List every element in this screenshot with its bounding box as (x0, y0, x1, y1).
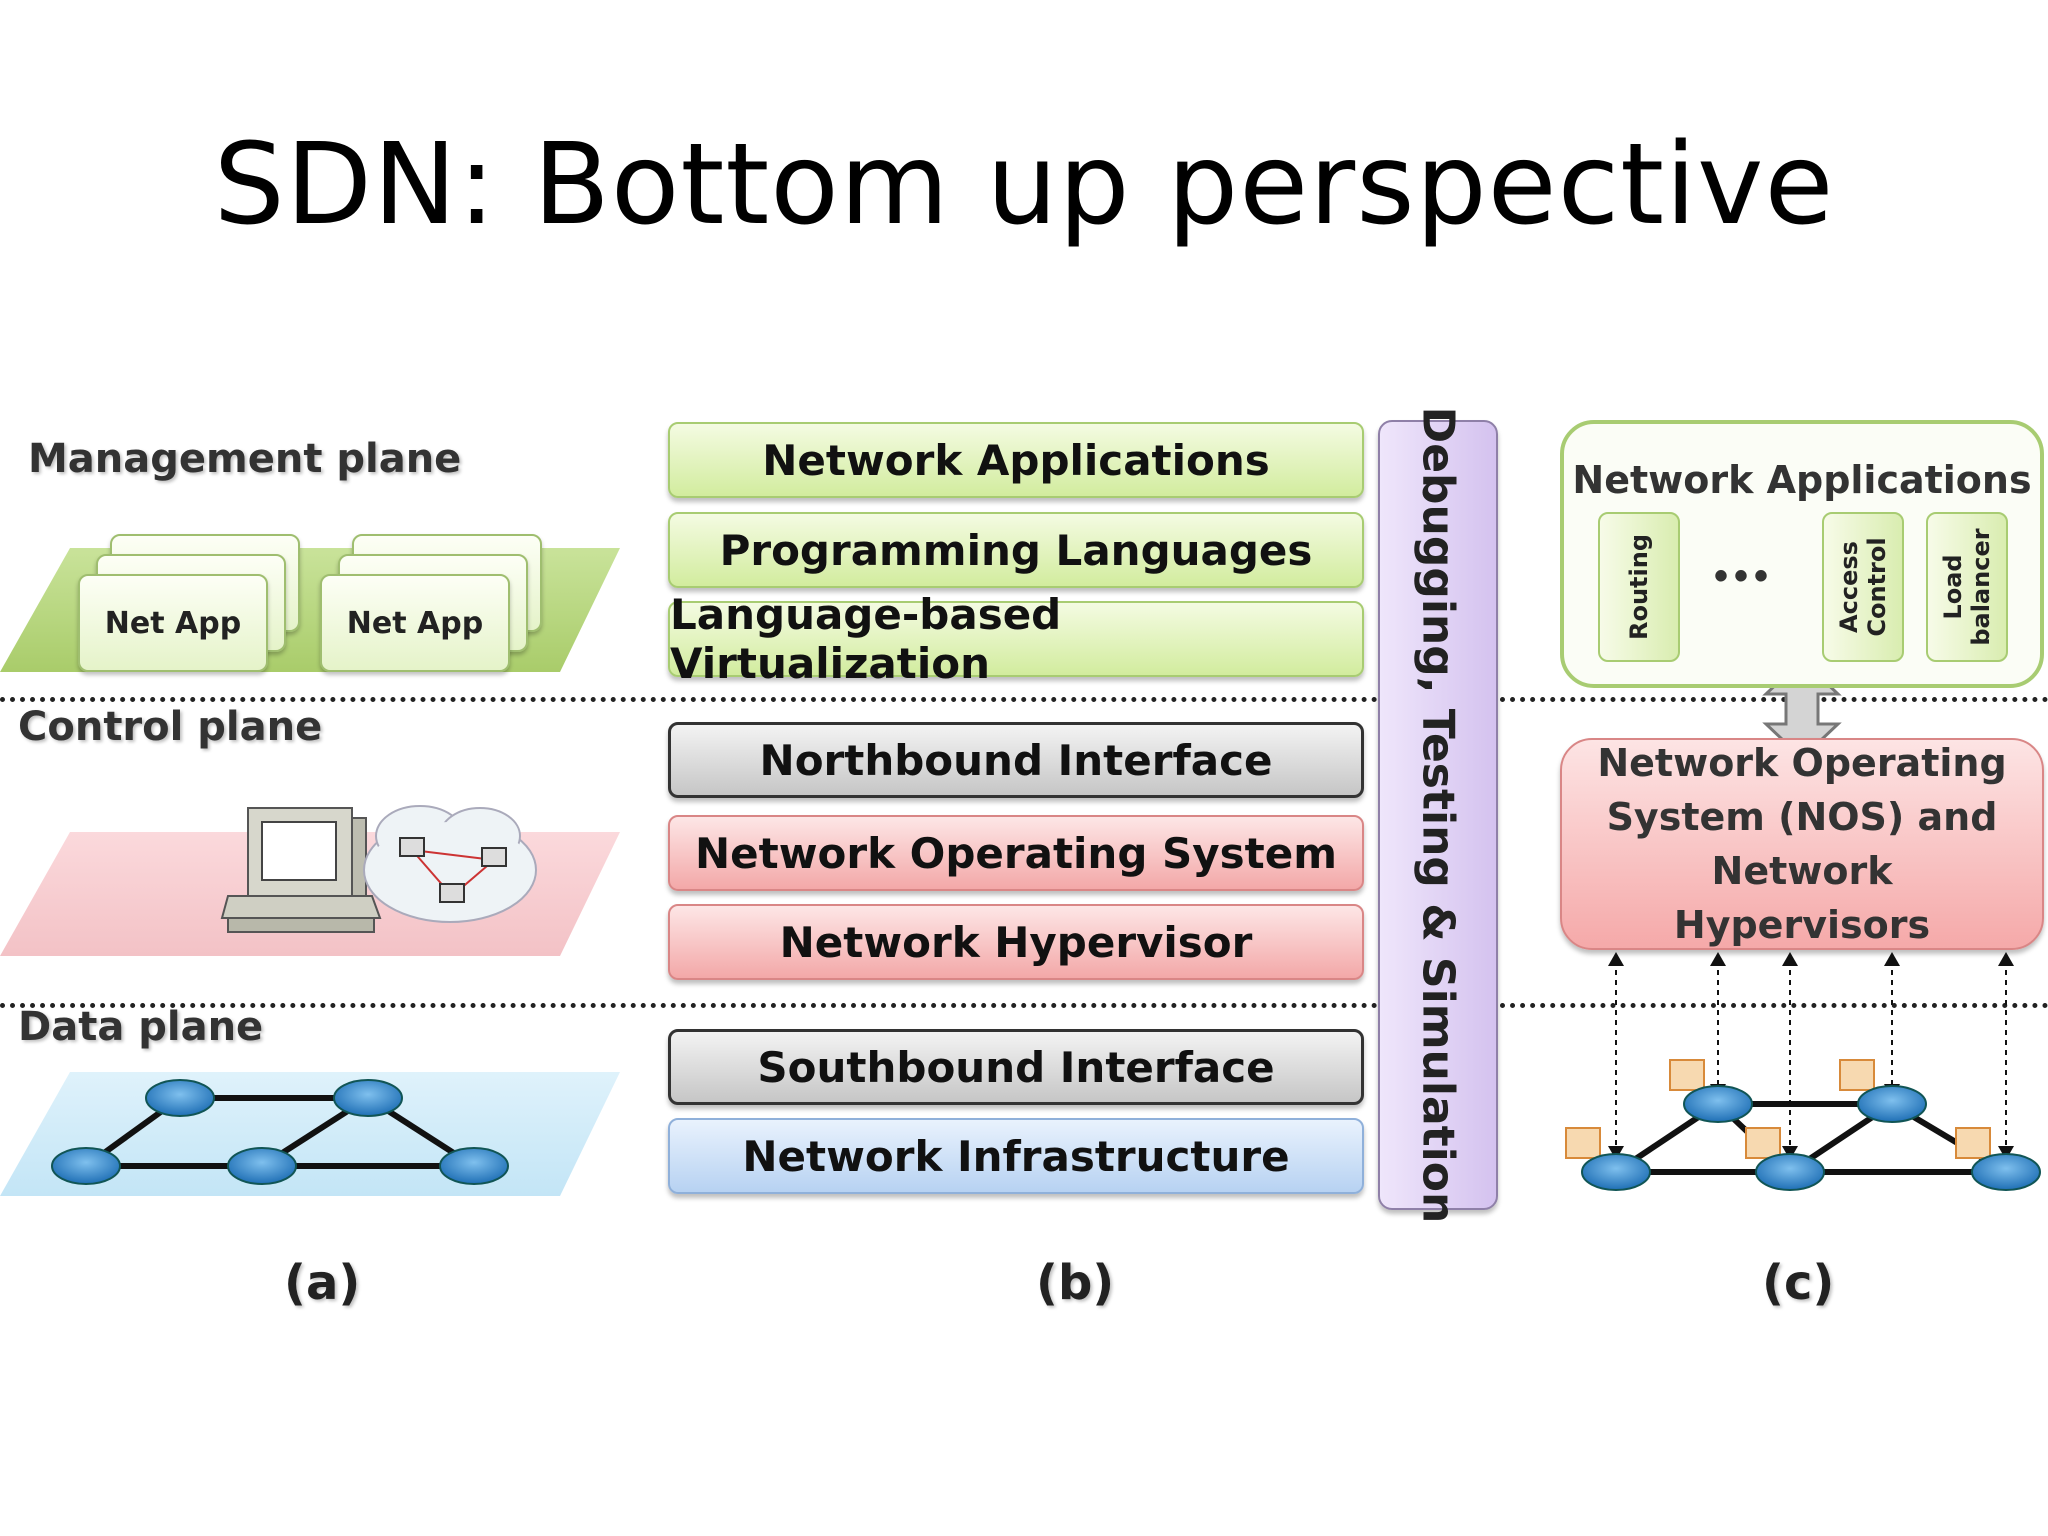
layer-network-hypervisor: Network Hypervisor (668, 904, 1364, 980)
panel-c-app-access-control: Access Control (1822, 512, 1904, 662)
panel-c-flow-table-icons (1565, 1059, 1991, 1159)
panel-c-network-applications-box: Network Applications Routing ••• Access … (1560, 420, 2044, 688)
layer-northbound-interface: Northbound Interface (668, 722, 1364, 798)
panel-c-router-icons (1581, 1085, 2041, 1191)
net-app-label: Net App (346, 605, 484, 641)
net-app-card: Net App (320, 574, 510, 672)
caption-c: (c) (1762, 1255, 1835, 1311)
layer-network-applications: Network Applications (668, 422, 1364, 498)
page-title: SDN: Bottom up perspective (213, 120, 1835, 250)
separator-management-control-left (0, 697, 1378, 702)
layer-network-infrastructure: Network Infrastructure (668, 1118, 1364, 1194)
panel-c-app-access-control-label: Access Control (1835, 537, 1891, 637)
net-app-card: Net App (78, 574, 268, 672)
separator-management-control-right (1500, 697, 2048, 702)
panel-c-app-routing-label: Routing (1625, 533, 1653, 641)
net-app-label: Net App (104, 605, 242, 641)
separator-control-data-right (1500, 1003, 2048, 1008)
panel-c-nos-box: Network Operating System (NOS) and Netwo… (1560, 738, 2044, 950)
control-plane-label: Control plane (18, 704, 323, 750)
layer-network-operating-system: Network Operating System (668, 815, 1364, 891)
panel-c-ellipsis: ••• (1714, 554, 1775, 598)
debugging-testing-simulation-label: Debugging, Testing & Simulation (1412, 406, 1464, 1224)
panel-c-app-load-balancer: Load balancer (1926, 512, 2008, 662)
panel-c-app-load-balancer-label: Load balancer (1939, 528, 1995, 646)
debugging-testing-simulation-bar: Debugging, Testing & Simulation (1378, 407, 1498, 1223)
router-icons (51, 1079, 509, 1185)
layer-southbound-interface: Southbound Interface (668, 1029, 1364, 1105)
panel-c-arrowheads (1608, 952, 2014, 1160)
caption-a: (a) (284, 1255, 361, 1311)
separator-control-data-left (0, 1003, 1378, 1008)
panel-c-app-routing: Routing (1598, 512, 1680, 662)
panel-c-nos-label: Network Operating System (NOS) and Netwo… (1597, 741, 2007, 947)
computer-icon (220, 807, 382, 933)
layer-programming-languages: Programming Languages (668, 512, 1364, 588)
panel-c-link-arrows (1615, 960, 2007, 1156)
panel-c-network-applications-title: Network Applications (1572, 458, 2032, 502)
caption-b: (b) (1036, 1255, 1115, 1311)
data-plane-label: Data plane (18, 1004, 264, 1050)
layer-language-based-virtualization: Language-based Virtualization (668, 590, 1364, 688)
management-plane-label: Management plane (28, 436, 462, 482)
cloud-icon (363, 805, 537, 923)
